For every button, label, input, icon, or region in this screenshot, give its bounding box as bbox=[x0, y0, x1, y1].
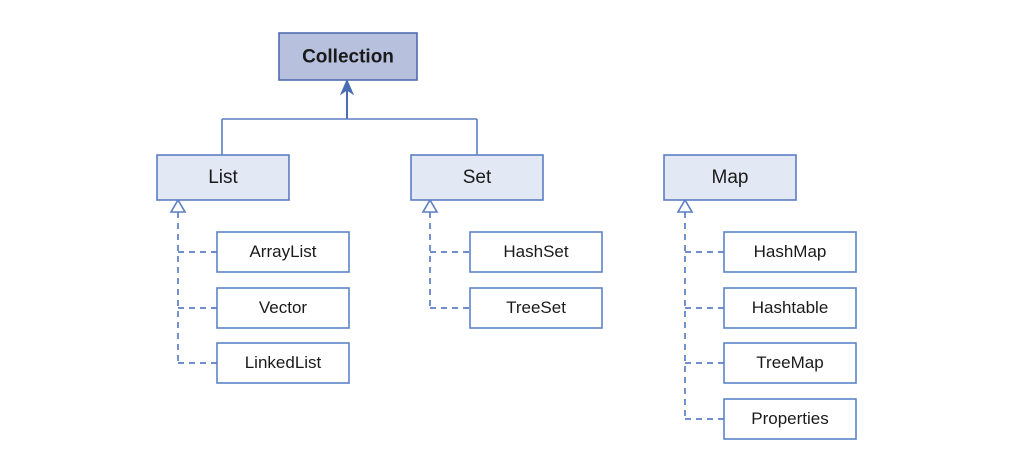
generalization-edges bbox=[221, 78, 478, 155]
node-set-box[interactable] bbox=[410, 154, 544, 201]
node-treemap-label: TreeMap bbox=[756, 353, 823, 372]
node-list-label: List bbox=[208, 167, 238, 188]
node-arraylist[interactable]: ArrayList bbox=[216, 231, 350, 273]
node-map[interactable]: Map bbox=[663, 154, 797, 201]
node-hashtable[interactable]: Hashtable bbox=[723, 287, 857, 329]
node-hashtable-box[interactable] bbox=[723, 287, 857, 329]
arrowhead-map bbox=[676, 198, 694, 213]
node-linkedlist-box[interactable] bbox=[216, 342, 350, 384]
arrowhead-set bbox=[421, 198, 439, 213]
node-treeset-box[interactable] bbox=[469, 287, 603, 329]
node-hashset-box[interactable] bbox=[469, 231, 603, 273]
node-properties-box[interactable] bbox=[723, 398, 857, 440]
realization-edges-list bbox=[169, 198, 217, 364]
realization-edges-set bbox=[421, 198, 470, 309]
node-treeset-label: TreeSet bbox=[506, 298, 566, 317]
realization-edges-map bbox=[676, 198, 724, 420]
node-properties-label: Properties bbox=[751, 409, 828, 428]
node-collection[interactable]: Collection bbox=[278, 32, 418, 81]
node-vector-label: Vector bbox=[259, 298, 308, 317]
node-vector[interactable]: Vector bbox=[216, 287, 350, 329]
node-arraylist-label: ArrayList bbox=[249, 242, 316, 261]
arrowhead-list bbox=[169, 198, 187, 213]
node-map-label: Map bbox=[712, 167, 749, 188]
node-arraylist-box[interactable] bbox=[216, 231, 350, 273]
node-treeset[interactable]: TreeSet bbox=[469, 287, 603, 329]
node-hashmap-label: HashMap bbox=[754, 242, 827, 261]
arrowhead-collection bbox=[339, 78, 355, 96]
node-list-box[interactable] bbox=[156, 154, 290, 201]
node-collection-label: Collection bbox=[302, 47, 394, 68]
node-hashset[interactable]: HashSet bbox=[469, 231, 603, 273]
node-list[interactable]: List bbox=[156, 154, 290, 201]
node-linkedlist-label: LinkedList bbox=[245, 353, 322, 372]
node-set[interactable]: Set bbox=[410, 154, 544, 201]
node-set-label: Set bbox=[463, 167, 492, 188]
node-properties[interactable]: Properties bbox=[723, 398, 857, 440]
node-vector-box[interactable] bbox=[216, 287, 350, 329]
node-hashmap[interactable]: HashMap bbox=[723, 231, 857, 273]
node-collection-box[interactable] bbox=[278, 32, 418, 81]
node-map-box[interactable] bbox=[663, 154, 797, 201]
node-linkedlist[interactable]: LinkedList bbox=[216, 342, 350, 384]
node-hashset-label: HashSet bbox=[503, 242, 568, 261]
node-treemap-box[interactable] bbox=[723, 342, 857, 384]
node-treemap[interactable]: TreeMap bbox=[723, 342, 857, 384]
node-hashmap-box[interactable] bbox=[723, 231, 857, 273]
node-hashtable-label: Hashtable bbox=[752, 298, 829, 317]
